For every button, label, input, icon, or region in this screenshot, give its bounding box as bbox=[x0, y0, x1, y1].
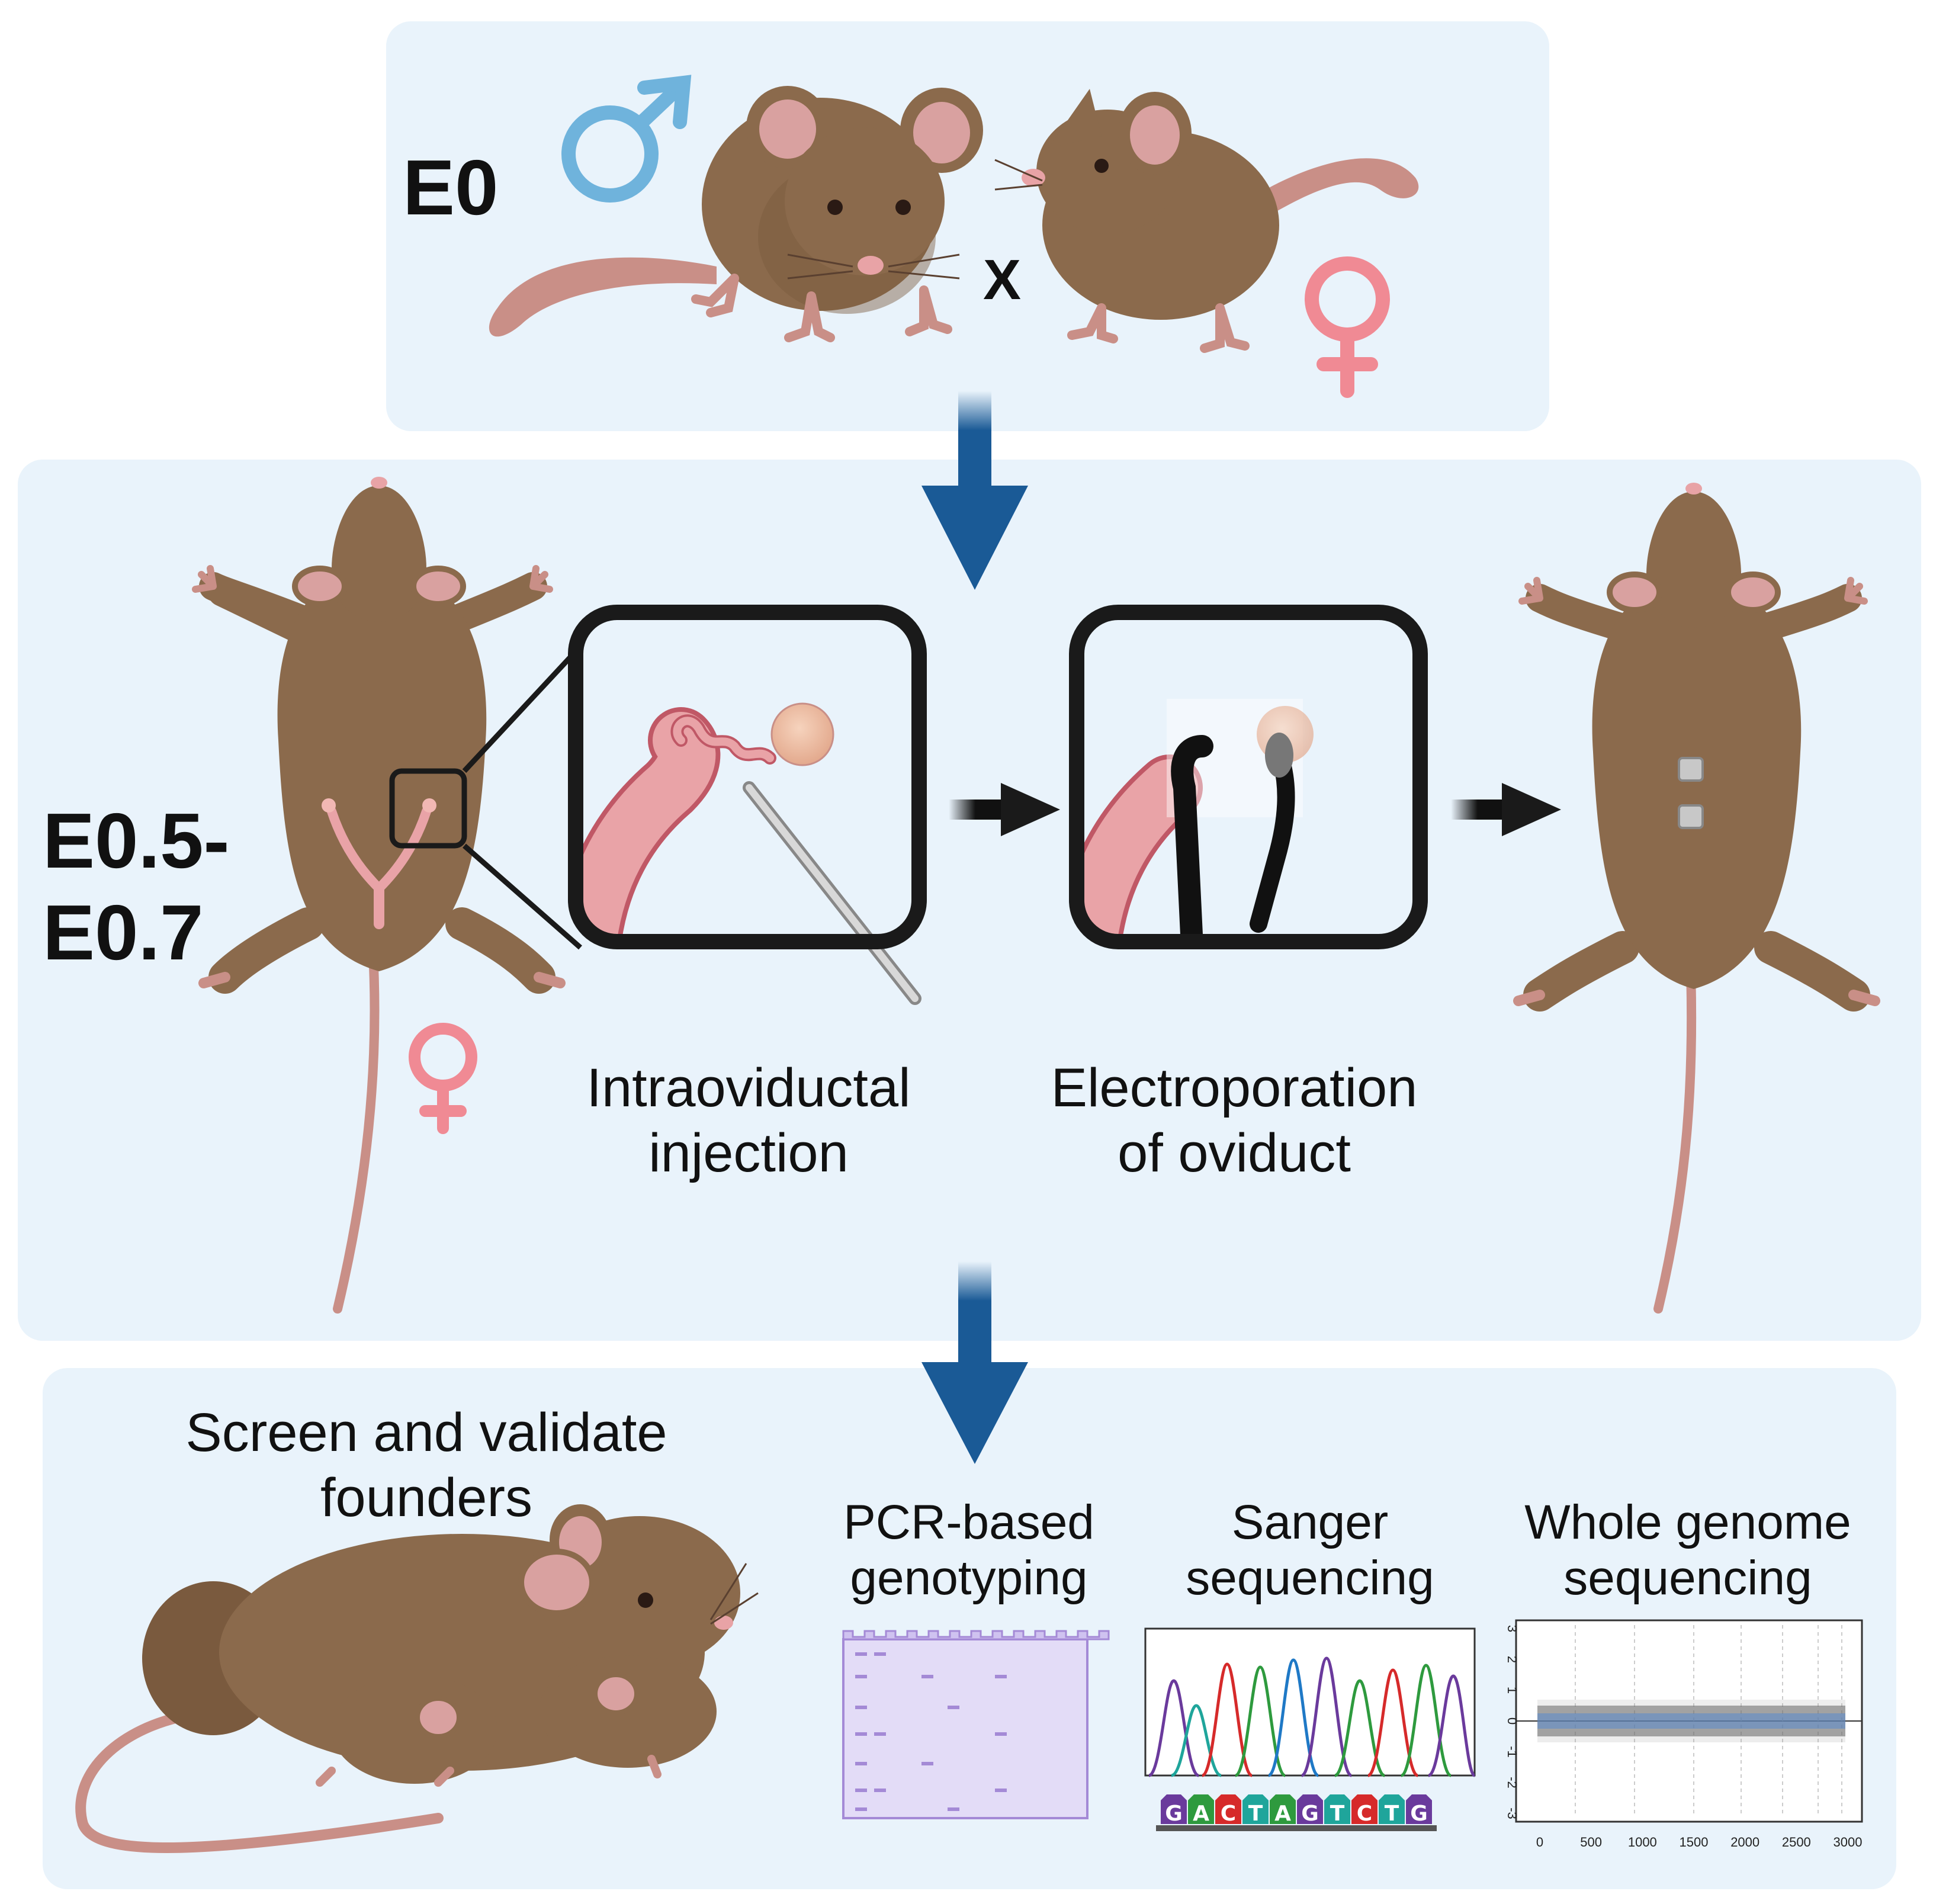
wgs-x-tick-label: 3000 bbox=[1834, 1835, 1863, 1850]
base-label: C bbox=[1357, 1802, 1372, 1826]
sutured-mouse-illustration bbox=[1513, 483, 1880, 1314]
female-symbol-icon bbox=[409, 1023, 477, 1134]
step-label-injection-line2: injection bbox=[648, 1123, 849, 1183]
base-label: T bbox=[1385, 1802, 1399, 1826]
wgs-y-ticks: 3 2 1 0 -1 -2 -3 bbox=[1505, 1625, 1520, 1819]
wgs-x-tick-label: 0 bbox=[1536, 1835, 1543, 1850]
female-symbol-icon bbox=[1305, 256, 1390, 398]
base-g bbox=[1297, 1794, 1323, 1824]
method-label-pcr-line2: genotyping bbox=[850, 1551, 1087, 1605]
wgs-x-tick-label: 1500 bbox=[1680, 1835, 1709, 1850]
base-label: C bbox=[1221, 1802, 1236, 1826]
screen-title-line1: Screen and validate bbox=[185, 1402, 667, 1463]
step-label-injection-line1: Intraoviductal bbox=[586, 1058, 910, 1118]
pcr-gel-icon bbox=[842, 1630, 1110, 1819]
sanger-chromatogram-icon: G A C T A G T C T G bbox=[1144, 1627, 1476, 1831]
wgs-copy-number-plot: 0 500 1000 1500 2000 2500 3000 3 2 1 0 -1 -2 -3 bbox=[1505, 1619, 1863, 1850]
wgs-scatter-band bbox=[1537, 1700, 1845, 1742]
base-label: G bbox=[1410, 1802, 1428, 1826]
wgs-y-tick-label: -1 bbox=[1505, 1746, 1520, 1758]
method-label-sanger-line1: Sanger bbox=[1232, 1495, 1388, 1549]
stage-label-e05-line1: E0.5- bbox=[43, 797, 230, 884]
method-label-wgs-line2: sequencing bbox=[1563, 1551, 1812, 1605]
right-arrow-icon bbox=[1451, 783, 1561, 836]
injection-inset bbox=[568, 605, 927, 1005]
sequence-bases: G A C T A G T C T G bbox=[1156, 1794, 1437, 1831]
wgs-x-tick-label: 1000 bbox=[1628, 1835, 1657, 1850]
female-mouse-illustration bbox=[994, 89, 1419, 353]
down-arrow-icon bbox=[921, 391, 1028, 590]
base-label: A bbox=[1274, 1802, 1291, 1826]
base-t bbox=[1324, 1794, 1350, 1824]
wgs-x-tick-label: 500 bbox=[1580, 1835, 1602, 1850]
base-c bbox=[1215, 1794, 1241, 1824]
base-a bbox=[1270, 1794, 1296, 1824]
base-g bbox=[1161, 1794, 1187, 1824]
right-arrow-icon bbox=[949, 783, 1060, 836]
wgs-y-tick-label: 3 bbox=[1505, 1625, 1520, 1632]
wound-clip-icon bbox=[1678, 757, 1704, 829]
wgs-x-tick-label: 2000 bbox=[1730, 1835, 1759, 1850]
base-c bbox=[1351, 1794, 1377, 1824]
base-g bbox=[1406, 1794, 1432, 1824]
base-label: A bbox=[1193, 1802, 1209, 1826]
zoom-region-box bbox=[389, 768, 467, 849]
base-label: T bbox=[1330, 1802, 1345, 1826]
stage-label-e05-line2: E0.7 bbox=[43, 889, 204, 976]
wgs-y-tick-label: 0 bbox=[1505, 1717, 1520, 1725]
base-a bbox=[1188, 1794, 1214, 1824]
down-arrow-icon bbox=[921, 1261, 1028, 1464]
step-label-electroporation-line1: Electroporation bbox=[1051, 1058, 1418, 1118]
wgs-y-tick-label: -3 bbox=[1505, 1807, 1520, 1819]
cross-symbol: X bbox=[983, 248, 1021, 312]
wgs-y-tick-label: 2 bbox=[1505, 1656, 1520, 1663]
step-label-electroporation-line2: of oviduct bbox=[1118, 1123, 1351, 1183]
wgs-y-tick-label: 1 bbox=[1505, 1687, 1520, 1694]
base-label: T bbox=[1248, 1802, 1263, 1826]
oviduct-uterus-icon bbox=[322, 798, 436, 929]
ovary-icon bbox=[770, 702, 834, 766]
wgs-x-ticks: 0 500 1000 1500 2000 2500 3000 bbox=[1536, 1835, 1863, 1850]
electroporation-inset bbox=[1069, 605, 1428, 949]
base-label: G bbox=[1301, 1802, 1319, 1826]
method-label-sanger-line2: sequencing bbox=[1186, 1551, 1434, 1605]
screen-title-line2: founders bbox=[320, 1468, 532, 1528]
wgs-x-tick-label: 2500 bbox=[1782, 1835, 1811, 1850]
panel-e05 bbox=[18, 460, 1921, 1341]
method-label-wgs-line1: Whole genome bbox=[1524, 1495, 1851, 1549]
base-label: G bbox=[1165, 1802, 1183, 1826]
zoom-connector bbox=[462, 649, 582, 950]
wgs-y-tick-label: -2 bbox=[1505, 1777, 1520, 1789]
female-mouse-topview-illustration bbox=[192, 477, 566, 1314]
base-t bbox=[1379, 1794, 1405, 1824]
male-symbol-icon bbox=[561, 75, 692, 203]
mother-with-pups-illustration bbox=[75, 1504, 759, 1853]
male-mouse-illustration bbox=[489, 86, 983, 342]
base-t bbox=[1242, 1794, 1269, 1824]
method-label-pcr-line1: PCR-based bbox=[843, 1495, 1094, 1549]
electrode-tweezers-icon bbox=[1171, 733, 1295, 942]
stage-label-e0: E0 bbox=[403, 144, 498, 231]
